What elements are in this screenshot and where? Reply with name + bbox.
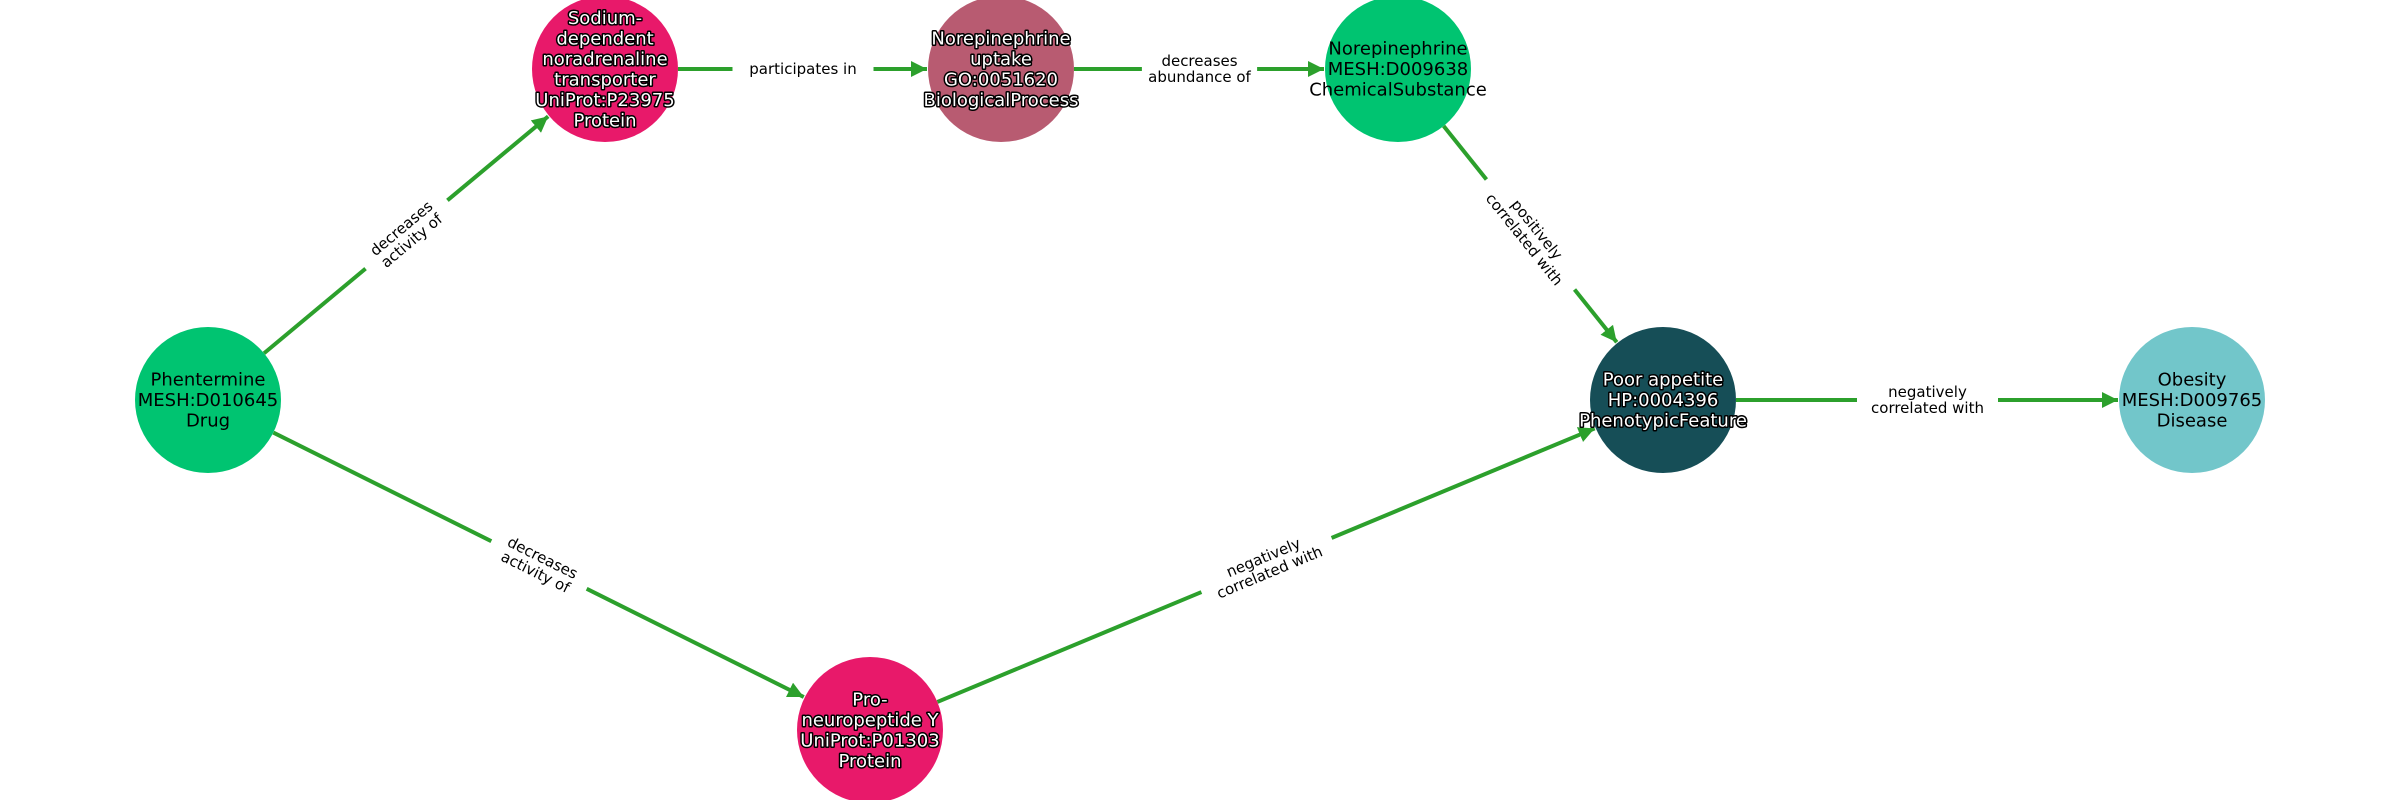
node-circle[interactable] bbox=[1325, 0, 1471, 142]
node-circle[interactable] bbox=[532, 0, 678, 142]
edge-label-background bbox=[1857, 380, 1998, 420]
edge-label-background bbox=[732, 57, 874, 81]
node-circle[interactable] bbox=[2119, 327, 2265, 473]
edge-label-line: correlated with bbox=[1871, 399, 1984, 417]
node-label-line: Norepinephrine bbox=[1328, 39, 1467, 60]
node-circle[interactable] bbox=[1590, 327, 1736, 473]
node-label-line: UniProt:P01303 bbox=[800, 730, 939, 751]
node-label-line: BiologicalProcess bbox=[923, 90, 1078, 111]
edge-label-line: negatively bbox=[1888, 383, 1967, 401]
node-circle[interactable] bbox=[797, 657, 943, 800]
node-label-line: PhenotypicFeature bbox=[1579, 411, 1747, 432]
edge-label: participates in bbox=[732, 57, 874, 81]
edge-label-background bbox=[1193, 519, 1340, 611]
node-ne_uptake[interactable]: NorepinephrineuptakeGO:0051620Biological… bbox=[922, 0, 1080, 142]
node-label-line: HP:0004396 bbox=[1608, 390, 1719, 411]
node-label-line: uptake bbox=[970, 49, 1032, 70]
edge-label-background bbox=[1141, 49, 1258, 89]
node-label-line: MESH:D009638 bbox=[1328, 59, 1469, 80]
node-label-line: MESH:D009765 bbox=[2122, 390, 2263, 411]
node-label-line: Drug bbox=[186, 411, 230, 432]
node-label-line: ChemicalSubstance bbox=[1309, 80, 1487, 101]
node-label-line: Obesity bbox=[2158, 370, 2227, 391]
edge-label-background bbox=[1470, 166, 1591, 303]
edge-label-line: participates in bbox=[749, 60, 856, 78]
node-label-line: dependent bbox=[556, 28, 653, 49]
edge-sodium-ne_uptake: participates in bbox=[678, 57, 927, 81]
node-label-line: Norepinephrine bbox=[931, 28, 1070, 49]
node-sodium[interactable]: Sodium-dependentnoradrenalinetransporter… bbox=[532, 0, 678, 142]
node-circle[interactable] bbox=[135, 327, 281, 473]
node-label-line: Pro- bbox=[852, 689, 887, 710]
edge-label-line: abundance of bbox=[1148, 68, 1251, 86]
edge-label-background bbox=[482, 523, 596, 607]
node-label-line: MESH:D010645 bbox=[138, 390, 279, 411]
node-label-line: Sodium- bbox=[568, 8, 642, 29]
node-label-line: transporter bbox=[554, 69, 656, 90]
node-label-line: GO:0051620 bbox=[944, 69, 1058, 90]
node-label-line: UniProt:P23975 bbox=[535, 90, 674, 111]
node-label-line: noradrenaline bbox=[542, 49, 667, 70]
node-norepinephrine[interactable]: NorepinephrineMESH:D009638ChemicalSubsta… bbox=[1309, 0, 1487, 142]
node-circle[interactable] bbox=[928, 0, 1074, 142]
node-label-line: Poor appetite bbox=[1603, 370, 1724, 391]
node-label-line: Protein bbox=[573, 110, 636, 131]
node-label-line: Protein bbox=[838, 751, 901, 772]
node-label-line: neuropeptide Y bbox=[801, 710, 939, 731]
node-label-line: Phentermine bbox=[151, 370, 266, 391]
edge-label-line: decreases bbox=[1161, 52, 1237, 70]
edge-label-background bbox=[352, 185, 461, 284]
node-label-line: Disease bbox=[2157, 411, 2228, 432]
